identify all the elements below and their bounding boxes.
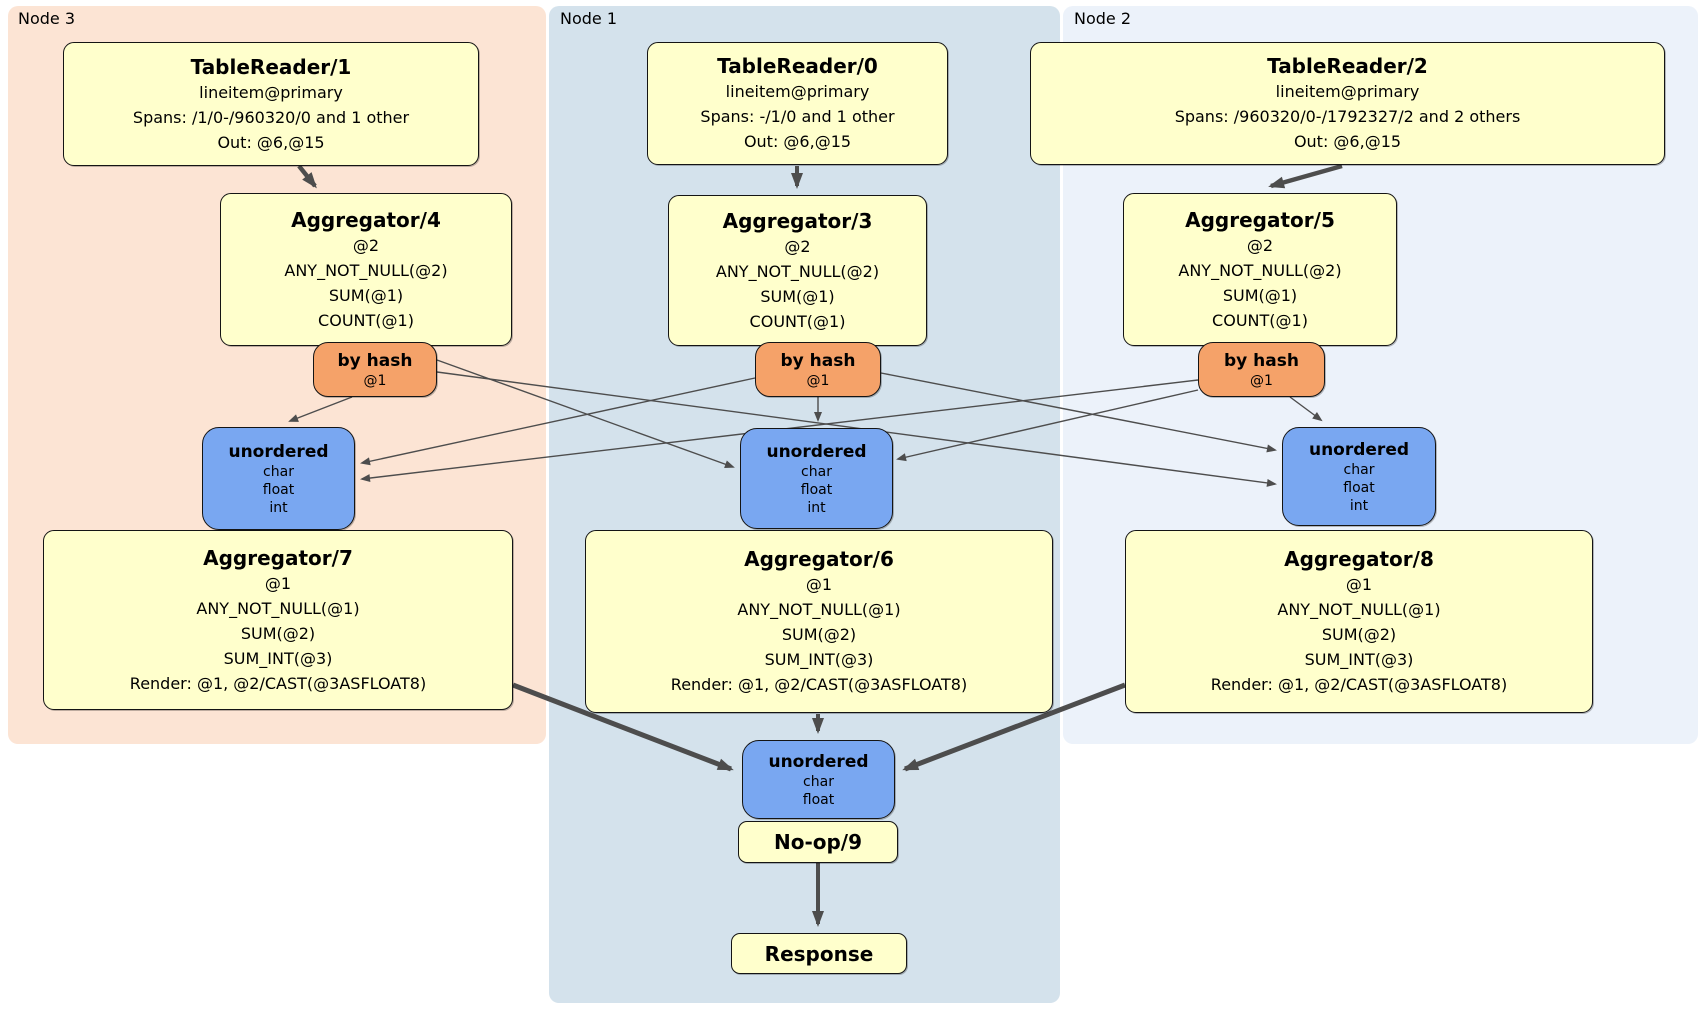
panel-label-node-2: Node 2 bbox=[1074, 9, 1132, 28]
box-line: SUM(@2) bbox=[240, 623, 316, 643]
box-title: Aggregator/6 bbox=[744, 547, 894, 571]
sync-type: char bbox=[1343, 461, 1375, 478]
box-line: SUM(@1) bbox=[760, 286, 835, 306]
box-title: Aggregator/8 bbox=[1284, 547, 1434, 571]
edge-tr2-agg5 bbox=[1268, 163, 1343, 189]
edge-byhash3-uno3 bbox=[288, 396, 353, 422]
box-title: TableReader/0 bbox=[717, 54, 878, 78]
processor-tablereader-1: TableReader/1 lineitem@primary Spans: /1… bbox=[63, 42, 479, 166]
panel-label-node-1: Node 1 bbox=[560, 9, 618, 28]
box-line: lineitem@primary bbox=[1275, 82, 1420, 101]
processor-aggregator-6: Aggregator/6 @1 ANY_NOT_NULL(@1) SUM(@2)… bbox=[585, 530, 1053, 713]
box-title: Aggregator/4 bbox=[291, 207, 441, 232]
box-title: No-op/9 bbox=[773, 830, 863, 854]
box-line: ANY_NOT_NULL(@2) bbox=[284, 260, 448, 280]
processor-tablereader-0: TableReader/0 lineitem@primary Spans: -/… bbox=[647, 42, 948, 165]
box-line: ANY_NOT_NULL(@1) bbox=[196, 598, 360, 618]
box-title: Aggregator/3 bbox=[722, 208, 873, 233]
box-line: ANY_NOT_NULL(@2) bbox=[1178, 260, 1342, 280]
sync-unordered-node2: unordered char float int bbox=[1282, 427, 1436, 526]
box-title: Response bbox=[764, 941, 874, 966]
sync-title: unordered bbox=[768, 751, 869, 772]
box-line: Out: @6,@15 bbox=[743, 132, 852, 151]
box-line: SUM_INT(@3) bbox=[764, 650, 874, 669]
box-line: Render: @1, @2/CAST(@3ASFLOAT8) bbox=[1210, 675, 1508, 694]
edge-byhash3-uno1 bbox=[436, 359, 735, 469]
sync-type: float bbox=[262, 481, 295, 498]
box-line: @1 bbox=[1345, 575, 1373, 594]
edge-agg8-unofinal bbox=[902, 682, 1126, 772]
processor-noop-9: No-op/9 bbox=[738, 821, 898, 863]
panel-label-node-3: Node 3 bbox=[18, 9, 76, 28]
processor-response: Response bbox=[731, 933, 907, 974]
box-line: SUM_INT(@3) bbox=[223, 648, 333, 668]
sync-type: int bbox=[1349, 497, 1369, 514]
box-title: TableReader/2 bbox=[1267, 54, 1428, 78]
box-title: Aggregator/7 bbox=[203, 545, 353, 570]
router-by-hash-node1: by hash @1 bbox=[755, 342, 881, 397]
sync-type: char bbox=[801, 463, 832, 480]
processor-aggregator-7: Aggregator/7 @1 ANY_NOT_NULL(@1) SUM(@2)… bbox=[43, 530, 513, 710]
edge-agg7-unofinal bbox=[512, 682, 734, 772]
processor-aggregator-4: Aggregator/4 @2 ANY_NOT_NULL(@2) SUM(@1)… bbox=[220, 193, 512, 346]
sync-title: unordered bbox=[228, 441, 329, 462]
box-line: Spans: /960320/0-/1792327/2 and 2 others bbox=[1174, 107, 1521, 126]
box-line: lineitem@primary bbox=[725, 82, 870, 101]
processor-aggregator-5: Aggregator/5 @2 ANY_NOT_NULL(@2) SUM(@1)… bbox=[1123, 193, 1397, 346]
router-by-hash-node3: by hash @1 bbox=[313, 342, 437, 397]
box-line: Spans: /1/0-/960320/0 and 1 other bbox=[132, 107, 410, 127]
processor-aggregator-3: Aggregator/3 @2 ANY_NOT_NULL(@2) SUM(@1)… bbox=[668, 195, 927, 346]
box-title: TableReader/1 bbox=[190, 54, 352, 79]
box-line: @2 bbox=[1246, 235, 1274, 255]
sync-type: float bbox=[1343, 479, 1375, 496]
box-line: SUM_INT(@3) bbox=[1304, 650, 1414, 669]
sync-title: unordered bbox=[1308, 439, 1410, 460]
sync-type: int bbox=[807, 499, 826, 516]
edge-tr1-agg4 bbox=[297, 164, 317, 189]
processor-aggregator-8: Aggregator/8 @1 ANY_NOT_NULL(@1) SUM(@2)… bbox=[1125, 530, 1593, 713]
box-line: ANY_NOT_NULL(@1) bbox=[1277, 600, 1441, 619]
box-line: SUM(@1) bbox=[1222, 285, 1298, 305]
sync-title: unordered bbox=[766, 441, 867, 462]
sync-type: char bbox=[803, 773, 834, 790]
box-line: SUM(@1) bbox=[328, 285, 404, 305]
edge-byhash1-uno2 bbox=[880, 372, 1277, 453]
box-line: Spans: -/1/0 and 1 other bbox=[700, 107, 895, 126]
sync-type: char bbox=[263, 463, 294, 480]
box-line: ANY_NOT_NULL(@1) bbox=[737, 600, 901, 619]
box-line: @1 bbox=[805, 575, 833, 594]
box-line: Render: @1, @2/CAST(@3ASFLOAT8) bbox=[129, 673, 427, 693]
processor-tablereader-2: TableReader/2 lineitem@primary Spans: /9… bbox=[1030, 42, 1665, 165]
edge-byhash2-uno1 bbox=[896, 389, 1199, 462]
box-line: SUM(@2) bbox=[1321, 625, 1397, 644]
router-title: by hash bbox=[1224, 350, 1299, 371]
edge-byhash2-uno2 bbox=[1289, 396, 1323, 422]
sync-unordered-node3: unordered char float int bbox=[202, 427, 355, 530]
router-detail: @1 bbox=[363, 372, 387, 389]
box-line: Out: @6,@15 bbox=[1293, 132, 1402, 151]
box-line: @2 bbox=[784, 236, 811, 256]
router-detail: @1 bbox=[1250, 372, 1273, 389]
box-line: ANY_NOT_NULL(@2) bbox=[715, 261, 880, 281]
box-line: COUNT(@1) bbox=[1212, 310, 1308, 330]
box-line: SUM(@2) bbox=[781, 625, 857, 644]
box-line: Out: @6,@15 bbox=[217, 132, 325, 152]
box-title: Aggregator/5 bbox=[1185, 207, 1335, 232]
box-line: Render: @1, @2/CAST(@3ASFLOAT8) bbox=[670, 675, 968, 694]
router-title: by hash bbox=[780, 350, 856, 371]
box-line: lineitem@primary bbox=[199, 82, 343, 102]
router-title: by hash bbox=[337, 350, 413, 371]
sync-unordered-final: unordered char float bbox=[742, 740, 895, 819]
sync-unordered-node1: unordered char float int bbox=[740, 428, 893, 529]
box-line: COUNT(@1) bbox=[749, 311, 846, 331]
sync-type: float bbox=[800, 481, 833, 498]
sync-type: int bbox=[269, 499, 288, 516]
sync-type: float bbox=[802, 791, 835, 808]
box-line: @1 bbox=[264, 573, 292, 593]
box-line: @2 bbox=[352, 235, 380, 255]
router-by-hash-node2: by hash @1 bbox=[1198, 342, 1325, 397]
edge-byhash1-uno3 bbox=[360, 377, 756, 466]
box-line: COUNT(@1) bbox=[318, 310, 414, 330]
router-detail: @1 bbox=[806, 372, 830, 389]
